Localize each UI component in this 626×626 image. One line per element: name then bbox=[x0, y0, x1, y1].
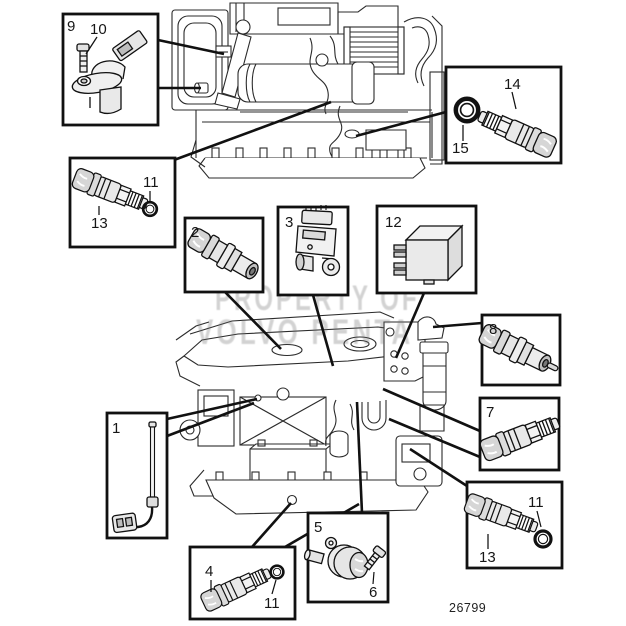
leader-line-13-right bbox=[409, 447, 468, 488]
coolant-elbow bbox=[361, 400, 387, 431]
label-15: 15 bbox=[452, 140, 469, 157]
engine-top-view bbox=[171, 2, 445, 179]
label-7: 7 bbox=[486, 404, 494, 421]
lifting-arm bbox=[221, 32, 252, 98]
label-ticks bbox=[85, 36, 542, 595]
part-pressure-sensor-8 bbox=[475, 319, 559, 379]
label-5: 5 bbox=[314, 519, 322, 536]
leader-line-5 bbox=[355, 401, 364, 514]
label-3: 3 bbox=[285, 214, 293, 231]
leader-lines bbox=[157, 38, 483, 549]
leader-line-13-left bbox=[173, 100, 332, 162]
engine-mount bbox=[365, 129, 407, 158]
drain-plug bbox=[286, 494, 298, 506]
label-11-bl: 11 bbox=[264, 595, 280, 612]
label-6: 6 bbox=[369, 584, 377, 601]
callout-labels: 9 10 13 11 14 15 2 3 12 8 7 1 4 11 5 6 1… bbox=[67, 18, 544, 612]
exhaust-riser bbox=[430, 15, 443, 165]
label-9: 9 bbox=[67, 18, 75, 35]
watermark-line-2: VOLVO PENTA bbox=[196, 312, 414, 352]
leader-line-2 bbox=[224, 291, 282, 350]
part-oil-level-sensor-1 bbox=[111, 421, 159, 534]
spade-terminals bbox=[393, 244, 407, 276]
drawing-number: 26799 bbox=[449, 601, 486, 615]
part-boost-pressure-sensor-3 bbox=[295, 205, 341, 277]
label-13-left: 13 bbox=[91, 215, 108, 232]
bolt-icon bbox=[76, 43, 90, 73]
label-8: 8 bbox=[489, 321, 497, 338]
label-11-right: 11 bbox=[528, 494, 544, 511]
oil-pan-top bbox=[198, 157, 426, 179]
part-camshaft-sensor-5 bbox=[303, 536, 387, 585]
leader-line-4a bbox=[251, 502, 292, 548]
leader-line-1b bbox=[166, 401, 255, 438]
part-relay-module-12 bbox=[393, 224, 464, 285]
label-12: 12 bbox=[385, 214, 402, 231]
label-13-right: 13 bbox=[479, 549, 496, 566]
label-11-left: 11 bbox=[143, 174, 159, 191]
label-1: 1 bbox=[112, 420, 120, 437]
charge-air-hose bbox=[403, 17, 437, 87]
label-14: 14 bbox=[504, 76, 521, 93]
leader-line-14 bbox=[355, 110, 447, 138]
engine-bottom-view bbox=[175, 311, 449, 515]
part-crankshaft-position-sensor bbox=[71, 30, 148, 115]
heat-exchanger bbox=[237, 63, 363, 103]
leader-line-8 bbox=[432, 321, 483, 329]
bolt-icon bbox=[363, 545, 387, 571]
fuel-filter-head bbox=[419, 341, 449, 354]
leader-line-9a bbox=[157, 38, 225, 56]
fuel-filter bbox=[422, 352, 447, 411]
oil-pan-bottom bbox=[205, 479, 429, 515]
leader-line-3 bbox=[311, 294, 335, 367]
leader-line-7a bbox=[382, 387, 481, 433]
leader-line-7b bbox=[388, 417, 481, 459]
label-10: 10 bbox=[90, 21, 107, 38]
label-2: 2 bbox=[191, 224, 199, 241]
leader-line-1a bbox=[166, 397, 258, 421]
leader-line-12 bbox=[394, 292, 426, 359]
cable-connector bbox=[111, 512, 138, 534]
label-4: 4 bbox=[205, 563, 213, 580]
